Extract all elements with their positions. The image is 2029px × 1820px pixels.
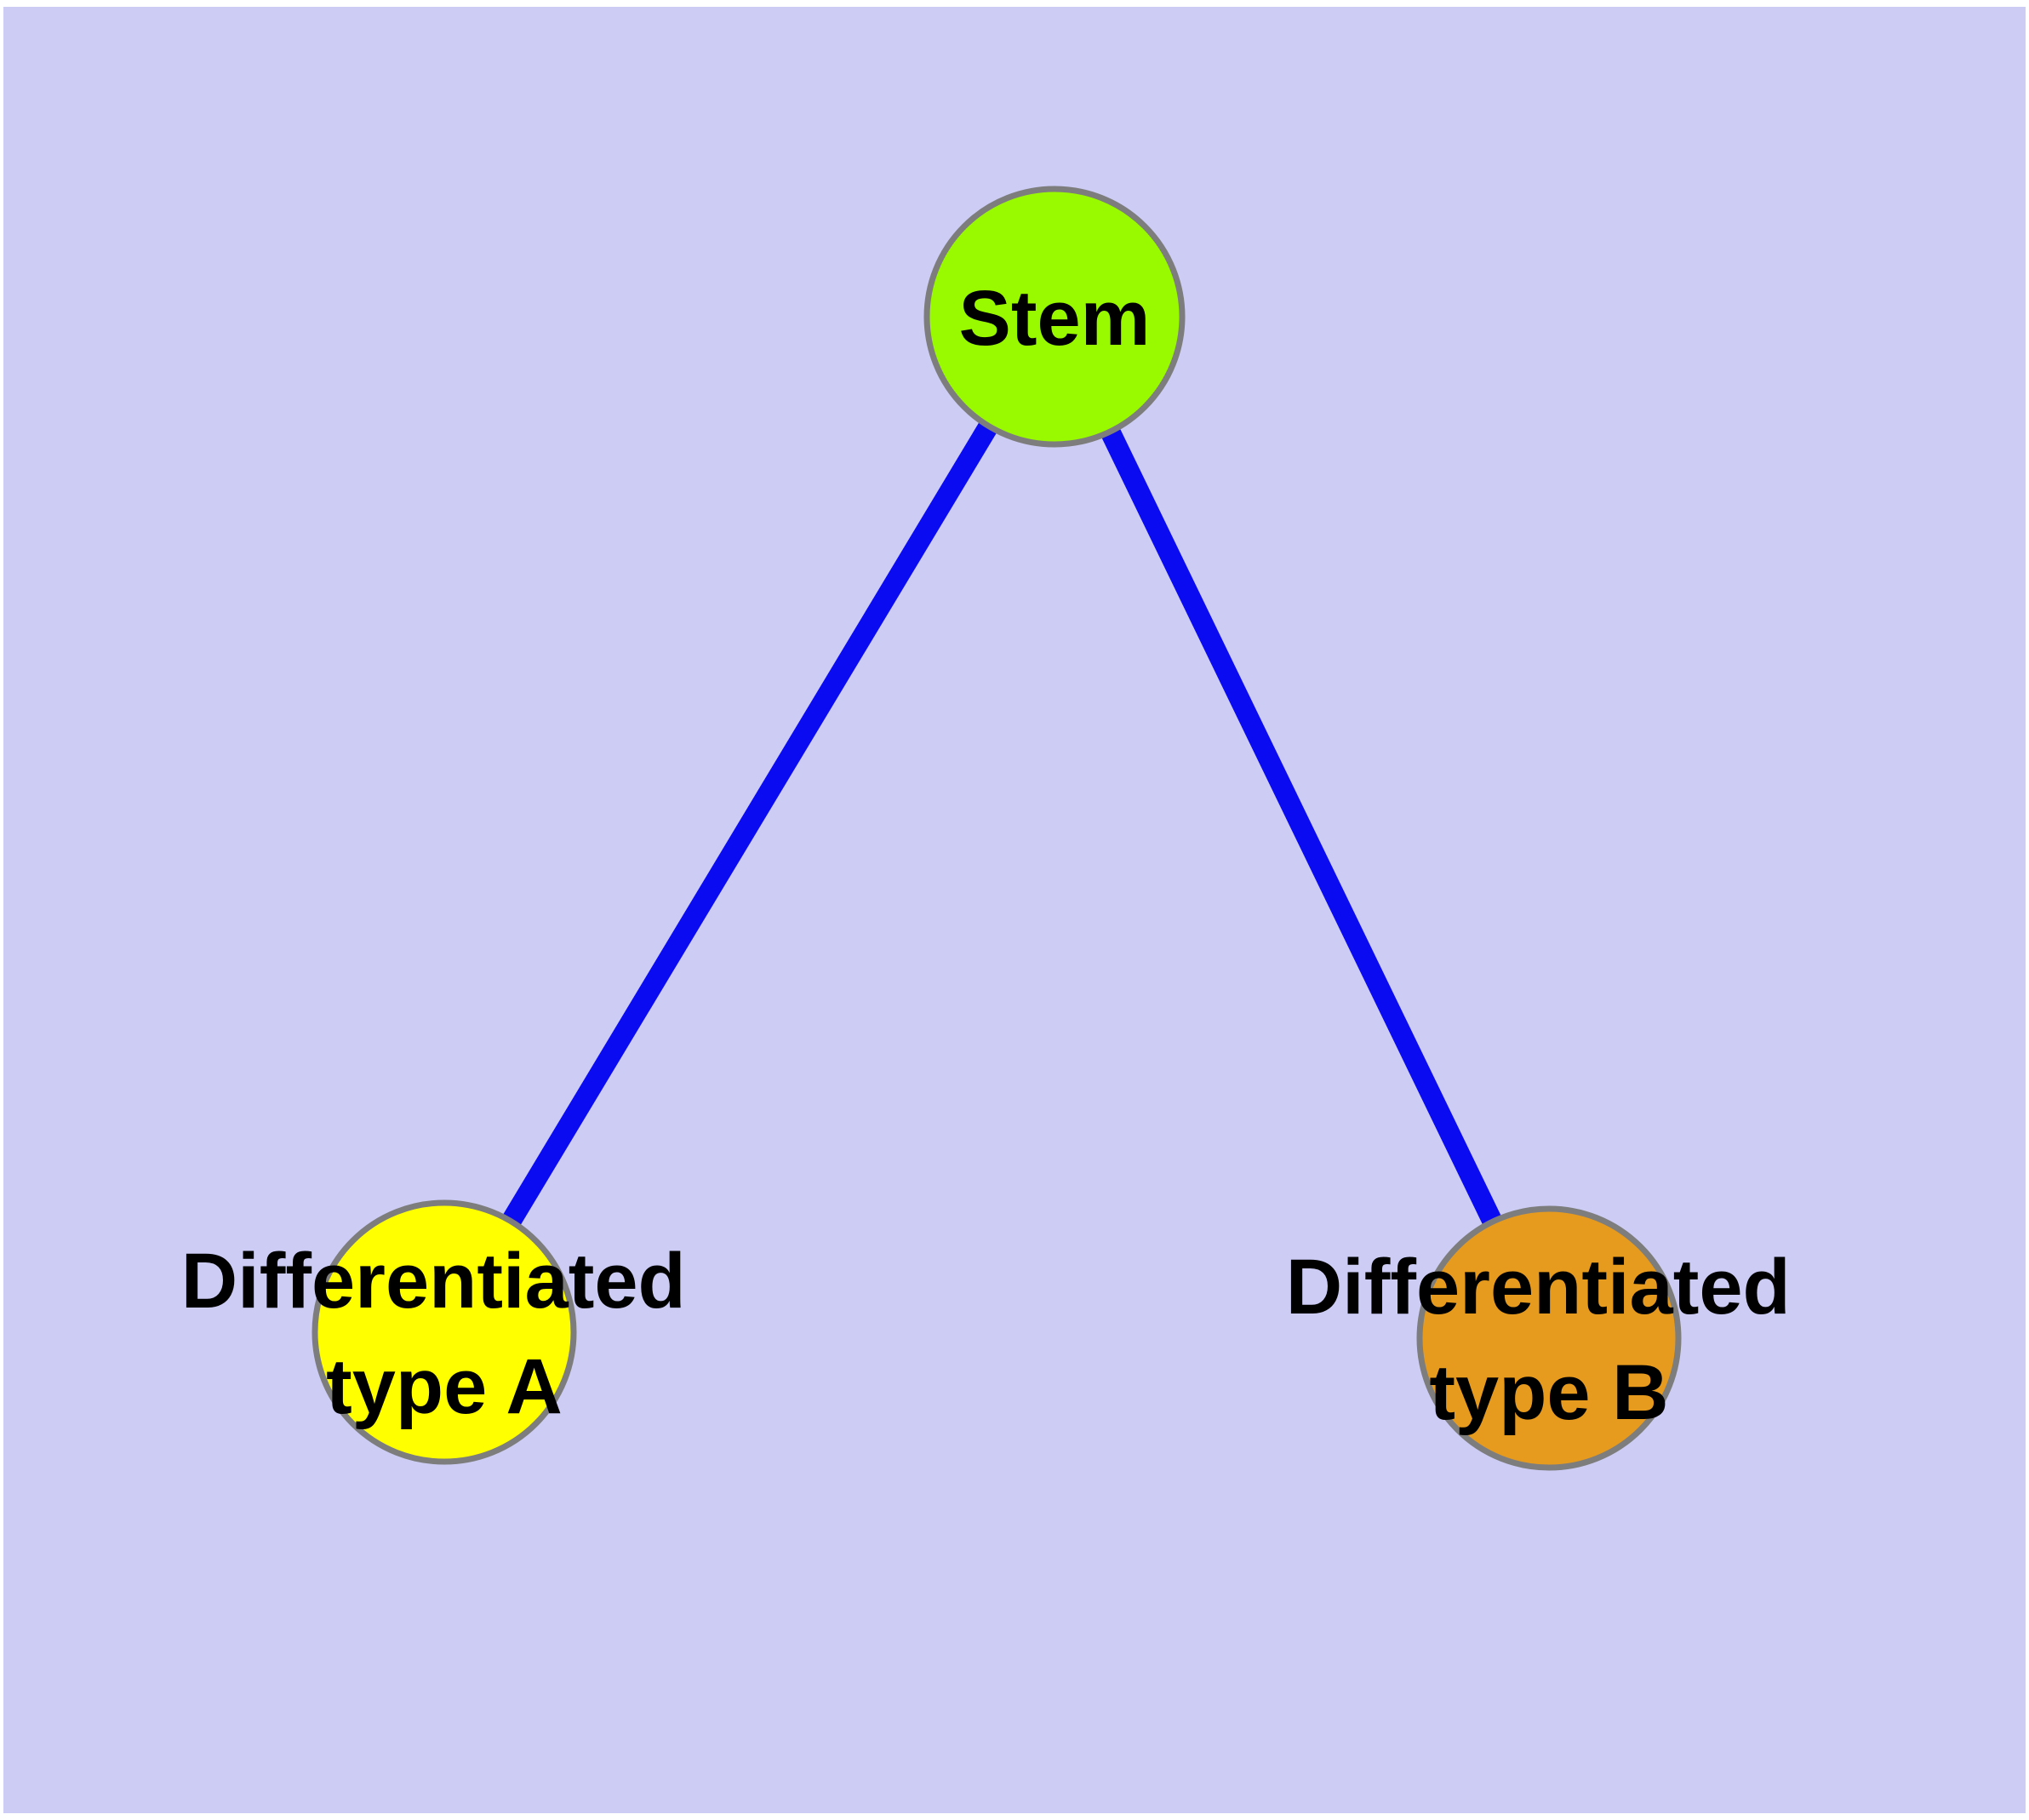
node-stem: Stem (923, 186, 1186, 448)
node-differentiated-type-b: Differentiated type B (1286, 1205, 1813, 1471)
edge-stem-to-differentiated-type-a (435, 311, 1064, 1338)
node-stem-circle[interactable] (923, 186, 1186, 448)
edge-stem-to-differentiated-type-b (1045, 312, 1558, 1343)
node-differentiated-type-a-label-line2: type A (326, 1343, 563, 1430)
node-differentiated-type-b-label-line1: Differentiated (1286, 1244, 1791, 1331)
node-differentiated-type-b-circle[interactable] (1416, 1205, 1682, 1471)
node-differentiated-type-a: Differentiated type A (181, 1199, 708, 1465)
node-differentiated-type-a-circle[interactable] (311, 1199, 577, 1465)
node-differentiated-type-b-label-line2: type B (1429, 1349, 1668, 1436)
node-differentiated-type-a-label: Differentiated type A (181, 1238, 708, 1430)
node-differentiated-type-a-label-line1: Differentiated (181, 1238, 686, 1325)
node-differentiated-type-b-label: Differentiated type B (1286, 1244, 1813, 1436)
node-stem-label: Stem (959, 275, 1151, 362)
